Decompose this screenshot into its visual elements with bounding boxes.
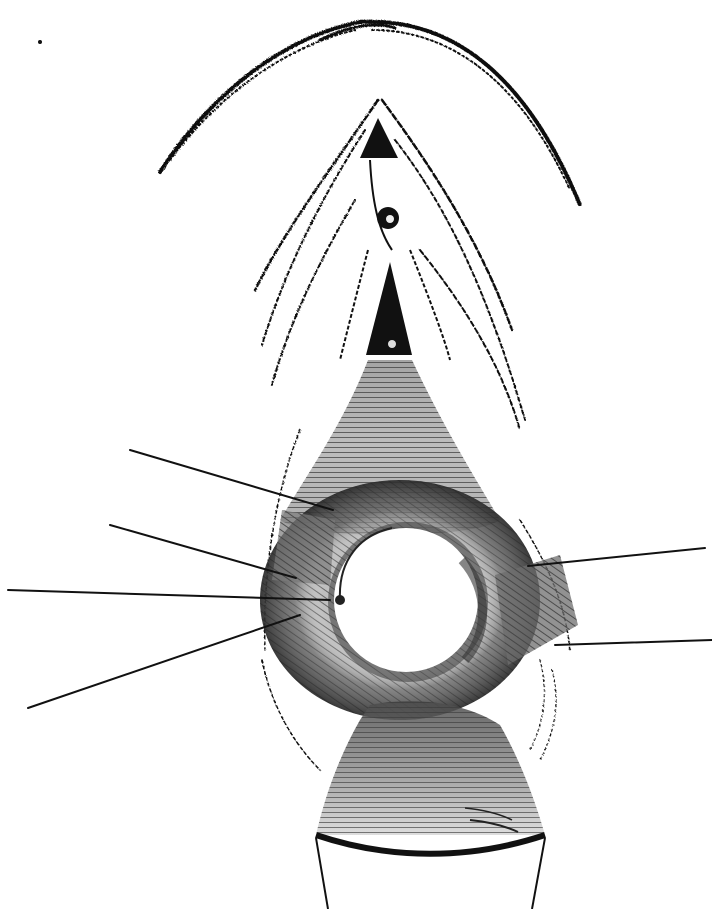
retractor-blade-right: [495, 555, 578, 665]
clitoris: [360, 118, 399, 250]
cervix: [328, 522, 488, 682]
stray-mark: [38, 40, 42, 44]
speculum-blade: [316, 701, 545, 909]
leader-line-1: [130, 450, 333, 510]
leader-line-6: [555, 640, 712, 645]
leader-line-4: [28, 615, 300, 708]
leader-line-2: [110, 525, 296, 578]
